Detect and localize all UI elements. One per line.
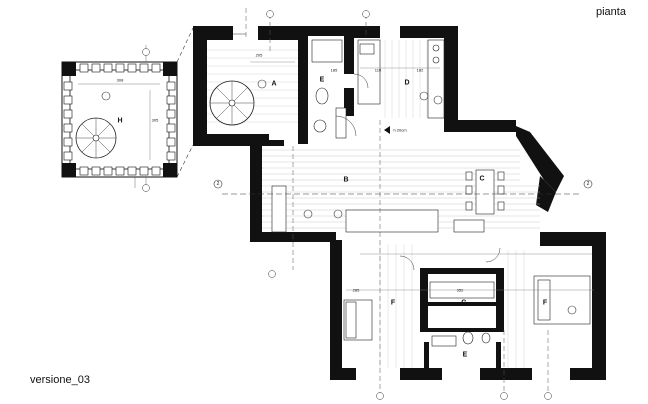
room-label-g: G: [461, 299, 467, 307]
section-marker-left: 2: [216, 181, 220, 187]
room-label-e-lower: E: [462, 351, 468, 359]
dim-label: 205: [255, 52, 263, 58]
room-label-a: A: [271, 80, 277, 88]
version-label: versione_03: [30, 374, 90, 386]
section-marker-right: 2: [586, 181, 590, 187]
dim-label: 308: [116, 77, 124, 83]
dim-label: 285: [352, 287, 360, 293]
kitchen-fixtures: [357, 39, 445, 119]
door-swings: [233, 33, 501, 271]
dim-label: 185: [330, 67, 338, 73]
dim-label: 305: [151, 117, 159, 123]
dim-label: 182: [416, 67, 424, 73]
dining-table: [465, 169, 505, 215]
dim-label: 38: [253, 187, 259, 193]
people-figures: [257, 79, 577, 315]
room-label-f-left: F: [390, 299, 396, 307]
room-label-d: D: [404, 79, 410, 87]
walls: [193, 26, 606, 380]
room-label-e-upper: E: [319, 76, 325, 84]
step-height-note: h 20cm: [393, 127, 407, 133]
room-label-c: C: [479, 175, 485, 183]
room-label-b: B: [343, 176, 349, 184]
drawing-title: pianta: [596, 6, 626, 18]
room-label-f-right: F: [542, 299, 548, 307]
room-label-h: H: [117, 117, 123, 125]
zoom-leader-lines: [176, 27, 194, 178]
spiral-stair: [209, 80, 255, 126]
bed: [533, 275, 591, 325]
dim-label: 110: [374, 67, 382, 73]
dim-label: 352: [456, 287, 464, 293]
detail-h-inset: [61, 45, 178, 192]
